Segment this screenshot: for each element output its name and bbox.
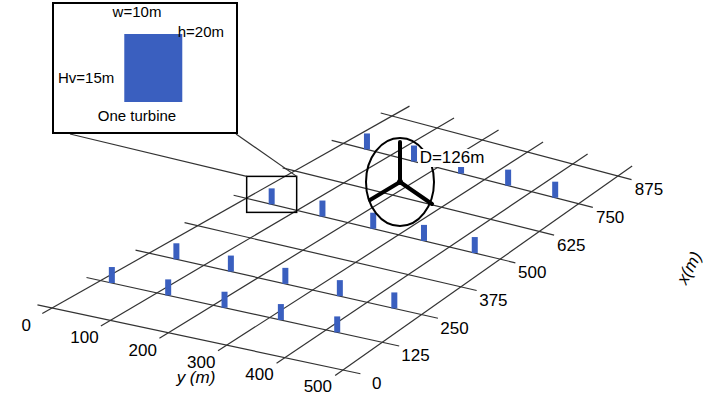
- grid-line: [277, 154, 588, 363]
- axis-tick: 875: [635, 181, 663, 200]
- turbine-marker: [370, 213, 376, 229]
- turbine-marker: [334, 316, 340, 332]
- axis-tick: 750: [596, 209, 624, 228]
- grid-line: [101, 118, 454, 326]
- turbine-marker: [472, 237, 478, 253]
- turbine-marker: [109, 267, 115, 283]
- axis-tick: 0: [21, 317, 30, 336]
- turbine-marker: [282, 268, 288, 284]
- turbine-marker: [228, 256, 234, 272]
- grid-line: [332, 140, 593, 207]
- turbine-marker: [173, 243, 179, 259]
- turbine-marker: [222, 292, 228, 308]
- axis-tick: 500: [304, 378, 332, 397]
- grid-line: [234, 195, 516, 263]
- turbine-marker: [269, 188, 275, 204]
- rotor-blade: [398, 142, 402, 182]
- axis-tick: 200: [129, 342, 157, 361]
- axis-tick: 500: [518, 264, 546, 283]
- axis-tick: 250: [440, 320, 468, 339]
- turbine-marker: [391, 292, 397, 308]
- axis-tick: 400: [245, 366, 273, 385]
- axis-title: y (m): [177, 369, 216, 388]
- turbine-marker: [421, 225, 427, 241]
- axis-tick: 125: [401, 347, 429, 366]
- inset-box: w=10m h=20mHv=15mOne turbine: [52, 2, 238, 134]
- turbine-marker: [552, 182, 558, 198]
- grid-line: [381, 113, 632, 180]
- grid-line: [218, 142, 543, 351]
- turbine-block: [124, 34, 182, 102]
- turbine-marker: [411, 146, 417, 162]
- turbine-marker: [364, 133, 370, 149]
- axis-tick: 375: [479, 292, 507, 311]
- diameter-label: D=126m: [418, 149, 487, 168]
- rotor-hub: [397, 179, 403, 185]
- dimension-label: h=20m: [178, 24, 224, 41]
- grid-line: [283, 168, 554, 235]
- zoom-square: [247, 176, 297, 212]
- rotor-blade: [370, 182, 400, 200]
- grid-line: [335, 166, 632, 376]
- turbine-marker: [165, 279, 171, 295]
- axis-tick: 0: [372, 375, 381, 394]
- grid-line: [159, 130, 498, 338]
- turbine-marker: [319, 201, 325, 217]
- turbine-marker: [337, 280, 343, 296]
- axis-tick: 625: [557, 237, 585, 256]
- rotor-blade: [400, 182, 432, 204]
- turbine-marker: [505, 170, 511, 186]
- turbine-marker: [278, 304, 284, 320]
- dimension-label: w=10m: [113, 4, 162, 21]
- zoom-leader: [70, 134, 247, 176]
- dimension-label: Hv=15m: [58, 70, 114, 87]
- grid-line: [42, 106, 409, 313]
- axis-tick: 100: [70, 329, 98, 348]
- inset-caption: One turbine: [98, 108, 176, 125]
- zoom-leader: [236, 134, 297, 176]
- axis-title: x(m): [674, 249, 706, 288]
